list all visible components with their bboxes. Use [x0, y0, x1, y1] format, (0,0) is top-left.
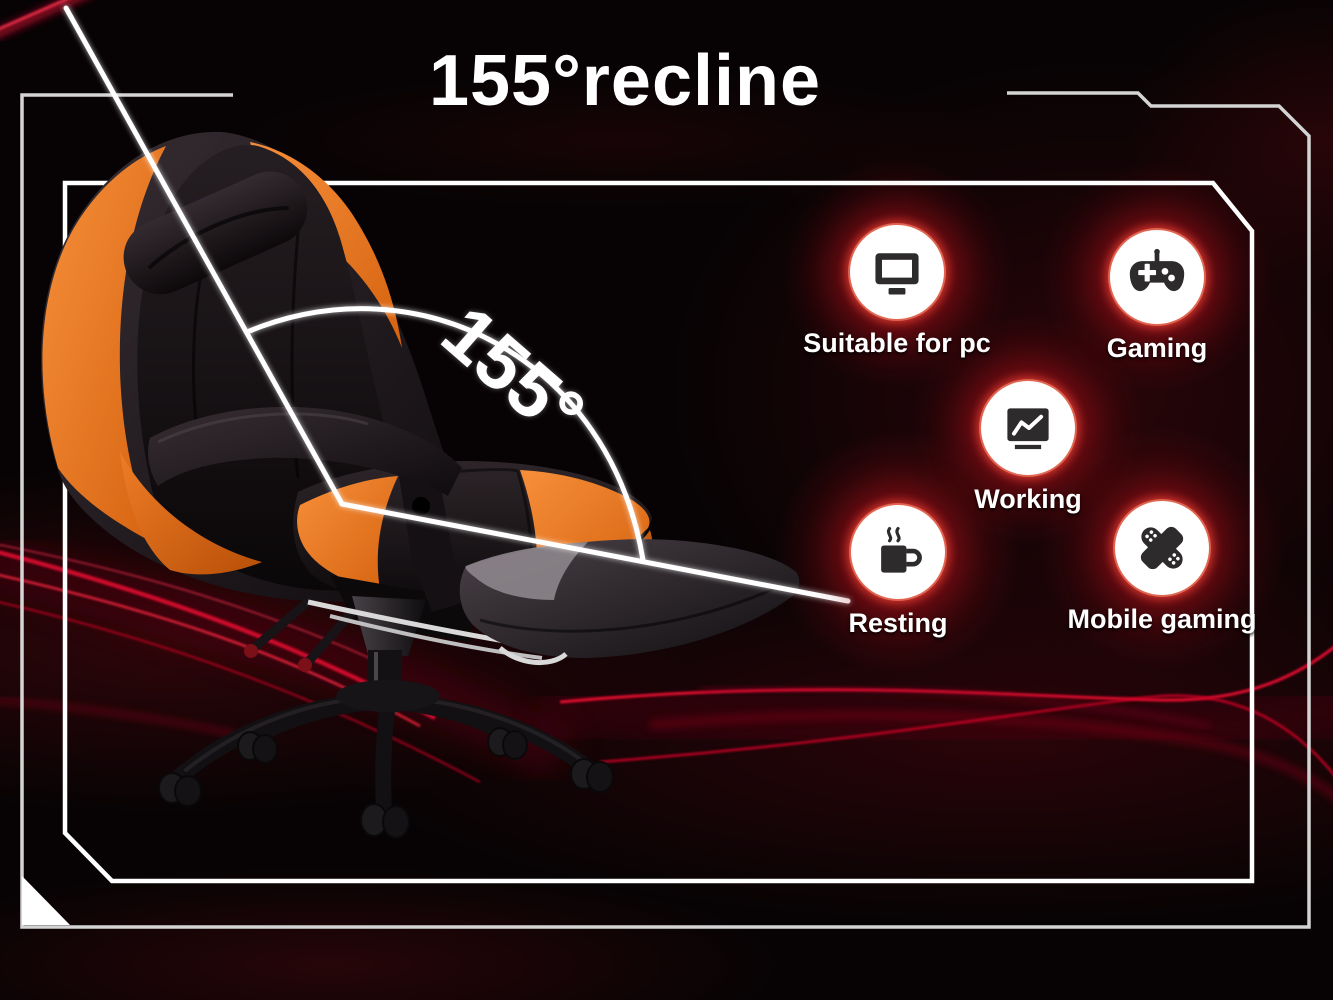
page-title: 155°recline [428, 41, 822, 121]
feature-badge [851, 505, 945, 599]
angle-arc [244, 306, 646, 563]
feature-label: Resting [848, 608, 948, 638]
backrest-angle-ray [63, 5, 345, 507]
feature-suitable-for-pc: Suitable for pc [767, 225, 1027, 359]
feature-gaming: Gaming [1027, 230, 1287, 364]
feature-label: Suitable for pc [803, 328, 991, 358]
feature-badge [1110, 230, 1204, 324]
feature-badge [981, 381, 1075, 475]
feature-badge [1115, 501, 1209, 595]
feature-working: Working [898, 381, 1158, 515]
feature-label: Working [974, 484, 1082, 514]
coffee-cup-icon [881, 526, 922, 573]
feature-mobile-gaming: Mobile gaming [1032, 501, 1292, 635]
handheld-console-icon [1140, 526, 1184, 570]
feature-badge [850, 225, 944, 319]
line-chart-monitor-icon [1007, 408, 1049, 450]
monitor-icon [875, 253, 919, 295]
feature-resting: Resting [768, 505, 1028, 639]
feature-label: Gaming [1106, 333, 1208, 363]
feature-label: Mobile gaming [1067, 604, 1257, 634]
seat-angle-ray [339, 501, 851, 604]
gamepad-icon [1129, 248, 1185, 292]
